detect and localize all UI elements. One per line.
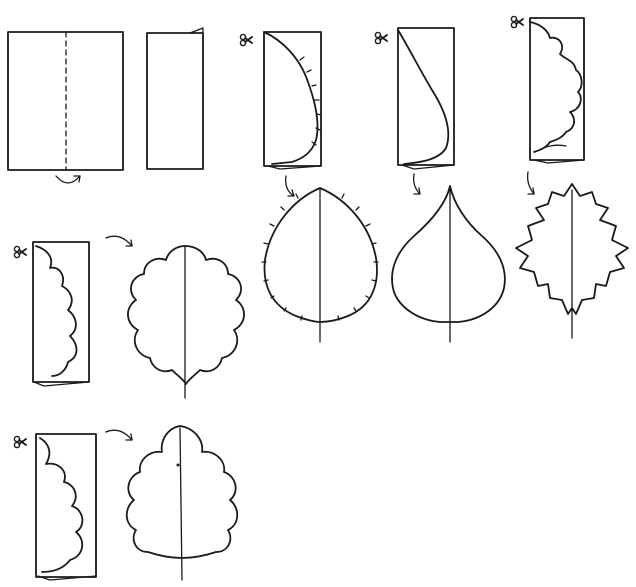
step-folded-strip bbox=[146, 27, 204, 170]
folded-paper bbox=[397, 27, 455, 166]
leaf-midrib bbox=[179, 427, 183, 581]
scissors-icon bbox=[374, 31, 388, 45]
fold-arrow-icon bbox=[55, 175, 81, 184]
curved-arrow-icon bbox=[105, 429, 133, 441]
folded-corner bbox=[267, 165, 322, 170]
leaf-vein-dot bbox=[176, 463, 180, 467]
folded-paper bbox=[263, 31, 322, 167]
birch-leaf bbox=[261, 187, 379, 343]
curved-arrow-icon bbox=[285, 175, 295, 197]
folded-corner bbox=[37, 575, 97, 581]
oak-leaf-outline bbox=[127, 245, 245, 385]
step-linden-template bbox=[374, 27, 455, 170]
oak-leaf bbox=[127, 245, 245, 399]
serrated-edge bbox=[299, 56, 322, 146]
step-unfolded-sheet bbox=[7, 31, 124, 184]
folded-paper bbox=[32, 241, 90, 383]
step-oak-template bbox=[13, 241, 90, 387]
linden-leaf bbox=[391, 185, 506, 343]
linden-half-outline bbox=[397, 29, 450, 165]
curved-arrow-icon bbox=[105, 235, 133, 247]
linden-leaf-outline bbox=[391, 185, 506, 323]
folded-corner bbox=[189, 27, 204, 34]
oak-alt-half-outline bbox=[39, 437, 84, 573]
step-maple-template bbox=[510, 15, 585, 164]
serrated-edge bbox=[261, 193, 379, 321]
folded-corner bbox=[401, 164, 455, 170]
step-birch-template bbox=[239, 31, 322, 170]
curved-arrow-icon bbox=[412, 173, 421, 195]
folded-paper bbox=[35, 433, 97, 578]
scissors-icon bbox=[13, 435, 27, 449]
leaf-stem-stub bbox=[539, 144, 567, 151]
scissors-icon bbox=[13, 245, 27, 259]
step-oak-alt-template bbox=[13, 433, 97, 581]
scissors-icon bbox=[510, 15, 524, 29]
maple-half-outline bbox=[529, 21, 583, 153]
curved-arrow-icon bbox=[526, 171, 535, 195]
folded-paper bbox=[529, 17, 585, 161]
folded-corner bbox=[33, 381, 90, 387]
scissors-icon bbox=[239, 33, 253, 47]
folded-corner bbox=[533, 159, 585, 164]
birch-half-outline bbox=[263, 31, 319, 165]
oak-alt-leaf bbox=[125, 425, 239, 581]
oak-half-outline bbox=[35, 245, 78, 377]
folded-paper bbox=[146, 32, 204, 170]
maple-leaf bbox=[515, 183, 629, 339]
